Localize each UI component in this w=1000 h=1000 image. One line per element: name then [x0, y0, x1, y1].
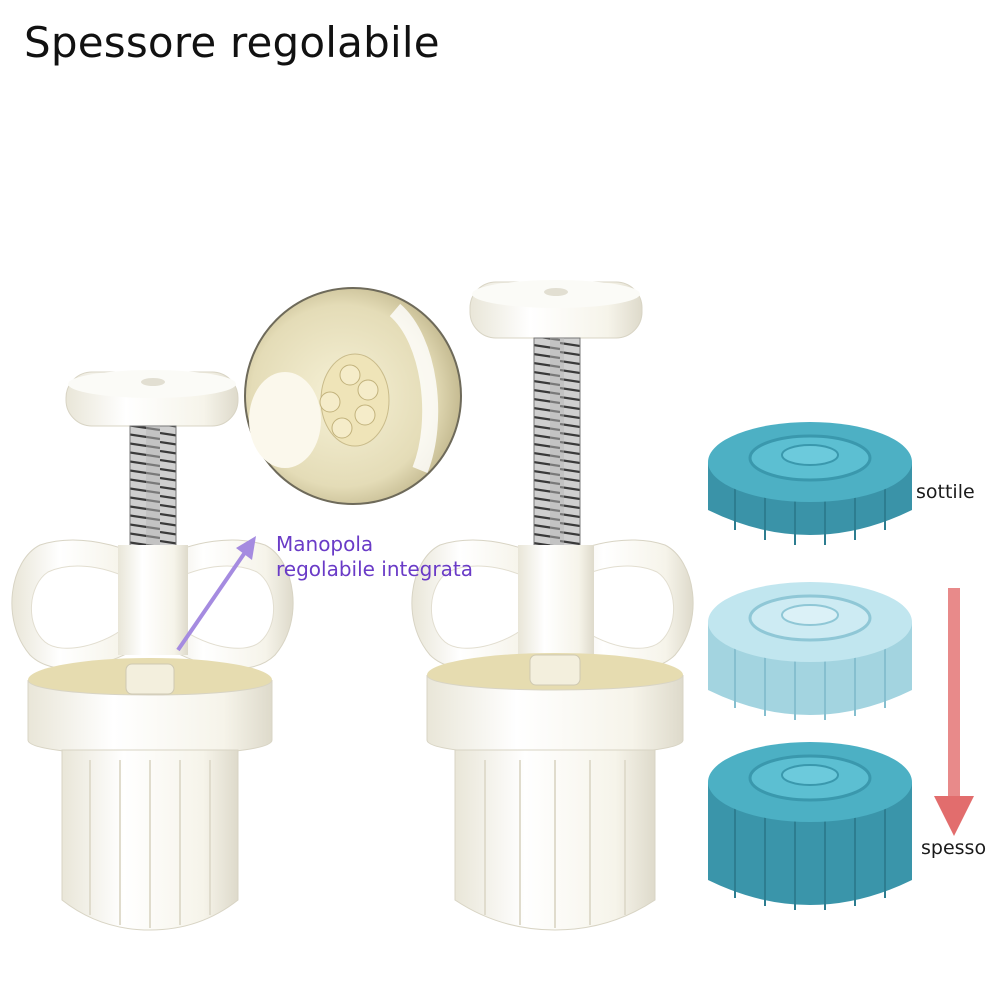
page-title: Spessore regolabile: [24, 18, 440, 67]
mooncake-thin: [708, 422, 912, 545]
mooncake-thick: [708, 742, 912, 910]
mold-right: [411, 280, 694, 931]
callout-line-1: Manopola: [276, 532, 374, 556]
callout-line-2: regolabile integrata: [276, 557, 473, 581]
label-thin: sottile: [916, 481, 975, 503]
callout-arrow: [176, 536, 256, 652]
down-arrow-icon: [934, 588, 974, 836]
mooncake-medium: [708, 582, 912, 720]
zoom-inset-icon: [244, 287, 462, 505]
mold-left: [11, 370, 294, 931]
knob-callout: Manopola regolabile integrata: [276, 532, 473, 582]
label-thick: spesso: [921, 837, 987, 859]
